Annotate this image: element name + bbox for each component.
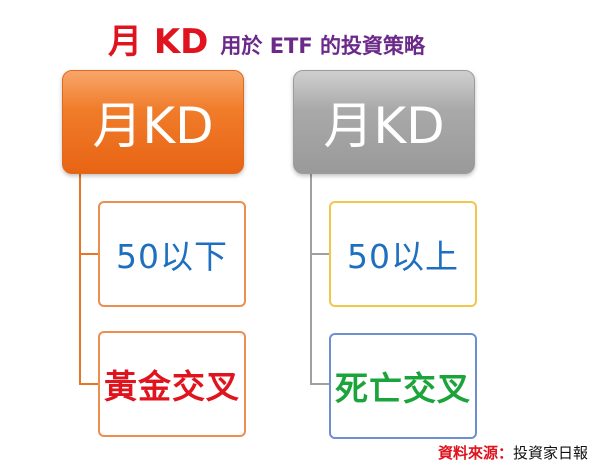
left-header-box: 月KD [62, 70, 244, 174]
left-child-box-1: 50以下 [98, 201, 246, 307]
right-child-label-1: 50以上 [347, 237, 459, 276]
left-child-box-2: 黃金交叉 [98, 331, 246, 437]
left-header-label: 月KD [92, 97, 214, 155]
right-connector-1 [310, 253, 330, 255]
source-value: 投資家日報 [512, 444, 588, 462]
right-connector-2 [310, 383, 330, 385]
title-subtitle: 用於 ETF 的投資策略 [220, 34, 426, 58]
right-vertical-connector [310, 174, 312, 384]
right-header-box: 月KD [293, 70, 475, 174]
source-label: 資料來源： [437, 444, 513, 462]
right-child-label-2: 死亡交叉 [335, 369, 471, 408]
right-header-label: 月KD [323, 97, 445, 155]
right-child-box-2: 死亡交叉 [329, 333, 477, 439]
left-connector-2 [79, 383, 99, 385]
left-child-label-1: 50以下 [116, 237, 228, 276]
source-credit: 資料來源：投資家日報 [438, 442, 588, 463]
left-vertical-connector [79, 174, 81, 384]
left-child-label-2: 黃金交叉 [104, 367, 240, 406]
page-title: 月 KD 用於 ETF 的投資策略 [108, 14, 426, 62]
right-child-box-1: 50以上 [329, 201, 477, 307]
left-connector-1 [79, 253, 99, 255]
title-main: 月 KD [108, 22, 209, 62]
